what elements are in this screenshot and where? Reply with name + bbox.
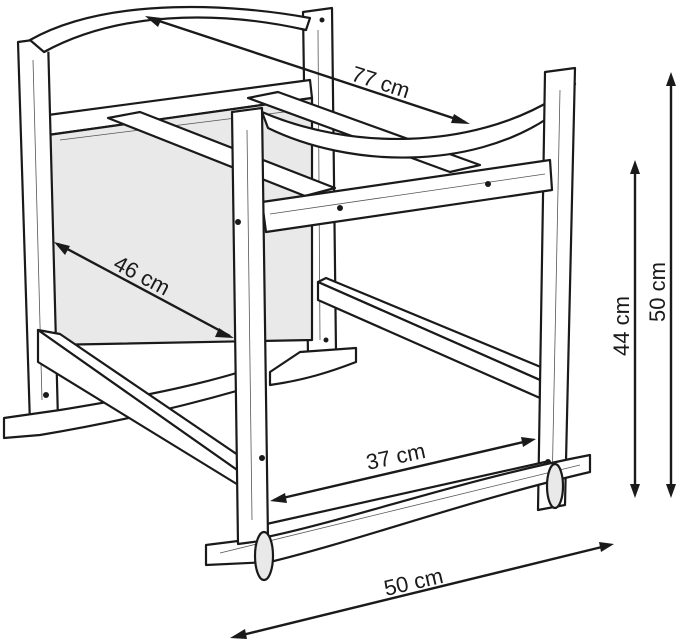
back-right-rocker — [268, 346, 358, 387]
dimension-50cm-base-label: 50 cm — [382, 563, 446, 601]
dimension-44cm-label: 44 cm — [609, 296, 634, 356]
curved-top-handle — [28, 5, 577, 159]
back-lower-rail — [316, 276, 550, 400]
front-left-post — [230, 106, 270, 546]
dimension-44cm: 44 cm — [609, 160, 640, 498]
dimension-50cm-height: 50 cm — [645, 72, 676, 498]
rocker-stop-right — [545, 462, 565, 510]
front-right-rear-post — [536, 66, 577, 512]
dimension-50cm-height-label: 50 cm — [645, 262, 670, 322]
dimension-37cm-label: 37 cm — [364, 438, 428, 475]
rocker-stop-left — [253, 530, 275, 582]
dimension-77cm-label: 77 cm — [348, 61, 413, 103]
front-rocker — [204, 453, 592, 567]
